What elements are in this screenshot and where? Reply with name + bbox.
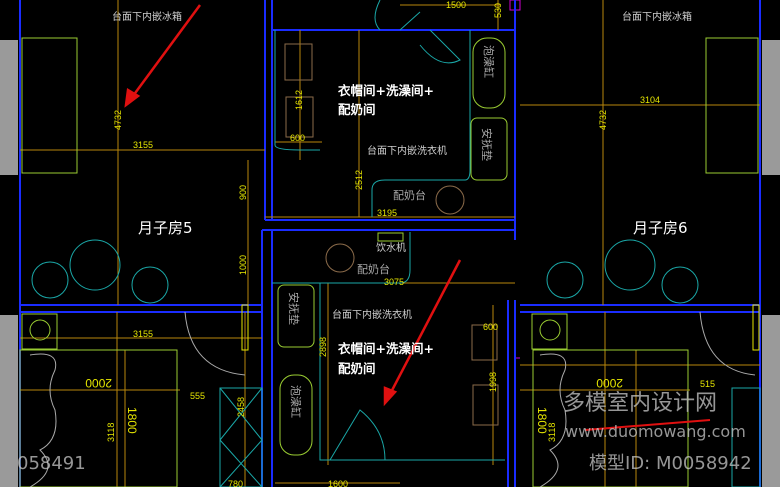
dim-label: 555 [190, 391, 205, 401]
dim-label: 1800 [125, 407, 139, 434]
dim-label: 600 [483, 322, 498, 332]
dim-label: 2000 [596, 376, 623, 390]
room-label-right: 月子房6 [633, 219, 688, 237]
lower-bath-title-2: 配奶间 [338, 361, 376, 376]
upper-milk-counter: 配奶台 [393, 188, 426, 202]
watermark-model-id: 模型ID: M0058942 [589, 453, 752, 474]
water-dispenser-label: 饮水机 [376, 241, 406, 254]
dim-label: 4732 [113, 110, 123, 130]
lower-pad-label: 安抚垫 [287, 292, 301, 325]
exterior-wall-left-upper [0, 40, 18, 175]
dim-label: 3104 [640, 95, 660, 105]
dim-label: 1998 [488, 372, 498, 392]
upper-pad-label: 安抚垫 [480, 128, 494, 161]
upper-tub-label: 泡澡缸 [482, 45, 496, 78]
dim-label: 530 [493, 3, 503, 18]
watermark-left-id: 058491 [17, 453, 86, 474]
exterior-wall-left-lower [0, 315, 18, 487]
dim-label: 600 [290, 133, 305, 143]
dim-label: 2512 [354, 170, 364, 190]
dim-label: 3075 [384, 277, 404, 287]
dim-label: 2000 [85, 376, 112, 390]
dim-label: 2458 [236, 397, 246, 417]
lower-bath-title-1: 衣帽间+洗澡间+ [338, 341, 434, 356]
fridge-label-right: 台面下内嵌冰箱 [622, 10, 692, 23]
exterior-wall-right-upper [762, 40, 780, 175]
lower-milk-counter: 配奶台 [357, 262, 390, 276]
watermark-site-name: 多模室内设计网 [563, 391, 717, 416]
dim-label: 1000 [238, 255, 248, 275]
dim-label: 4732 [598, 110, 608, 130]
dim-label: 1612 [294, 90, 304, 110]
upper-bath-title-2: 配奶间 [338, 102, 376, 117]
watermark-url: www.duomowang.com [565, 422, 746, 441]
room-label-left: 月子房5 [138, 219, 193, 237]
walls [19, 0, 761, 487]
lower-tub-label: 泡澡缸 [289, 385, 303, 418]
fixtures [19, 0, 761, 487]
dim-label: 1800 [535, 407, 549, 434]
dim-label: 3118 [106, 423, 116, 442]
annotation-arrows [124, 4, 711, 431]
dimension-labels: 4732 4732 3155 3104 900 1000 3195 2512 1… [85, 0, 715, 487]
dim-label: 3155 [133, 140, 153, 150]
dim-label: 2898 [318, 337, 328, 357]
dim-label: 515 [700, 379, 715, 389]
dim-label: 3155 [133, 329, 153, 339]
upper-bath-title-1: 衣帽间+洗澡间+ [338, 83, 434, 98]
fridge-label-left: 台面下内嵌冰箱 [112, 10, 182, 23]
dim-label: 3118 [547, 423, 557, 442]
dimension-lines [20, 0, 760, 487]
dim-label: 780 [228, 479, 243, 487]
exterior-wall-right-lower [762, 315, 780, 487]
dim-label: 900 [238, 185, 248, 200]
dim-label: 3195 [377, 208, 397, 218]
upper-washer-label: 台面下内嵌洗衣机 [367, 144, 447, 157]
dim-label: 1500 [446, 0, 466, 10]
lower-washer-label: 台面下内嵌洗衣机 [332, 308, 412, 321]
dim-label: 1600 [328, 479, 348, 487]
